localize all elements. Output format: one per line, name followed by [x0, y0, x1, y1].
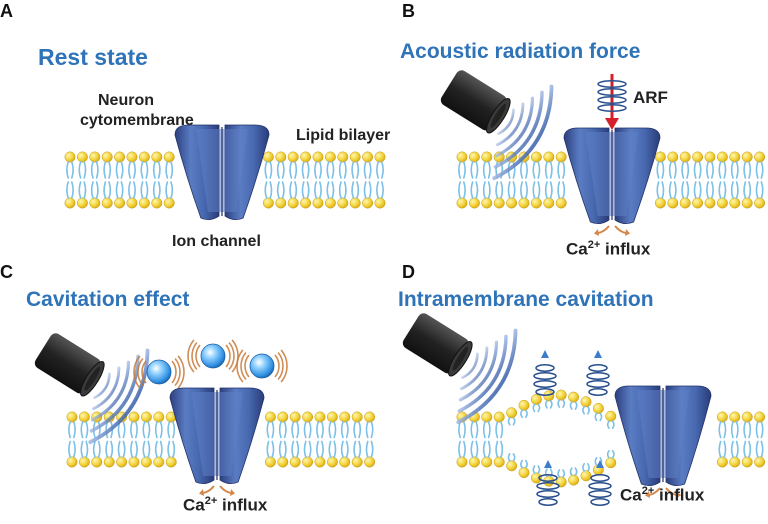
panel-c-membrane — [66, 411, 376, 468]
panel-a-letter: A — [0, 1, 13, 21]
panel-c-letter: C — [0, 262, 13, 282]
influx-suffix: influx — [217, 495, 268, 515]
influx-prefix: Ca — [183, 495, 205, 515]
arf-label: ARF — [633, 88, 668, 107]
panel-c-bubble-1 — [133, 355, 185, 389]
panel-a-membrane — [64, 151, 386, 209]
microbubbles — [133, 339, 288, 389]
lipid-bilayer-label: Lipid bilayer — [296, 127, 391, 144]
panel-b-letter: B — [402, 1, 415, 21]
panel-b-title: Acoustic radiation force — [400, 40, 641, 63]
panel-b-transducer — [440, 70, 511, 134]
transducers — [34, 70, 511, 397]
influx-charge: 2+ — [641, 485, 655, 497]
panel-d-influx-label: Ca2+ influx — [620, 485, 704, 506]
influx-suffix: influx — [654, 485, 705, 505]
influx-prefix: Ca — [566, 239, 588, 259]
panel-b-influx-label: Ca2+ influx — [566, 239, 650, 260]
panel-b-wave — [492, 84, 554, 181]
neuron-label-line1: Neuron — [98, 92, 154, 109]
panel-c-title: Cavitation effect — [26, 288, 190, 311]
panel-d-transducer — [402, 313, 473, 377]
panel-c-ion-channel — [169, 387, 265, 484]
lipid-bilayers — [64, 151, 766, 488]
influx-prefix: Ca — [620, 485, 642, 505]
neuron-label-line2: cytomembrane — [80, 112, 194, 129]
arf-arrow-icon — [597, 74, 627, 130]
influx-charge: 2+ — [587, 239, 601, 251]
panel-c-flux-arrows — [199, 485, 235, 496]
influx-charge: 2+ — [204, 495, 218, 507]
panel-d-ion-channel — [614, 385, 712, 486]
panel-b-flux-arrows — [594, 225, 630, 236]
ion-channels — [169, 124, 712, 486]
panel-d-wave — [456, 328, 518, 425]
panel-d-title: Intramembrane cavitation — [398, 288, 654, 311]
influx-suffix: influx — [600, 239, 651, 259]
panel-a-ion-channel — [174, 124, 270, 220]
panel-d-letter: D — [402, 262, 415, 282]
panel-c-wave — [88, 348, 150, 445]
panel-c-bubble-3 — [236, 349, 288, 383]
panel-d-spindle-2 — [586, 350, 610, 406]
panel-c-transducer — [34, 333, 105, 397]
panel-d-membrane — [456, 389, 766, 488]
cavitation-spindles — [533, 350, 612, 516]
panel-d-flux-arrows — [645, 487, 681, 498]
acoustic-waves — [88, 84, 554, 445]
panel-a-title: Rest state — [38, 44, 148, 70]
panel-c-bubble-2 — [187, 339, 239, 373]
flux-arrows — [199, 74, 681, 498]
panel-b-ion-channel — [563, 127, 661, 224]
panel-c-influx-label: Ca2+ influx — [183, 495, 267, 516]
panel-d-spindle-1 — [533, 350, 557, 406]
panel-d-spindle-3 — [536, 460, 560, 516]
panel-d-spindle-4 — [588, 460, 612, 516]
ion-channel-label: Ion channel — [172, 233, 261, 250]
